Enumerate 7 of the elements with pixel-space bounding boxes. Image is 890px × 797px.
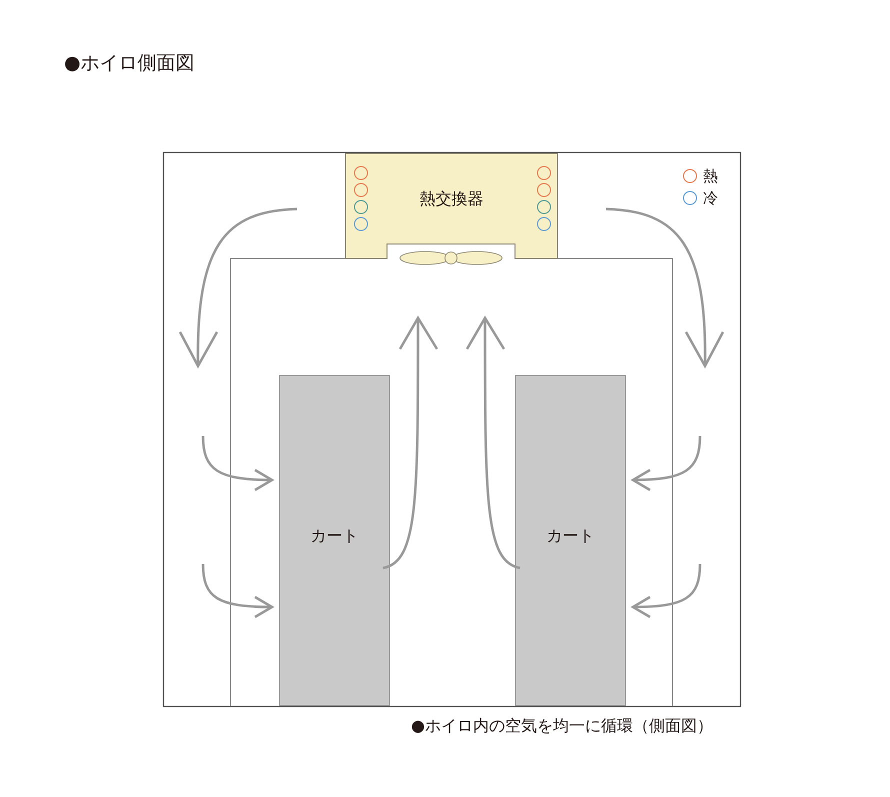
- cart-box: カート: [515, 375, 626, 706]
- heat-exchanger-box: 熱交換器: [345, 153, 558, 259]
- caption: ●ホイロ内の空気を均一に循環（側面図）: [411, 716, 713, 737]
- legend-label: 熱: [703, 166, 718, 186]
- title: ●ホイロ側面図: [64, 51, 195, 76]
- legend-label: 冷: [703, 188, 718, 208]
- cart-box: カート: [279, 375, 390, 706]
